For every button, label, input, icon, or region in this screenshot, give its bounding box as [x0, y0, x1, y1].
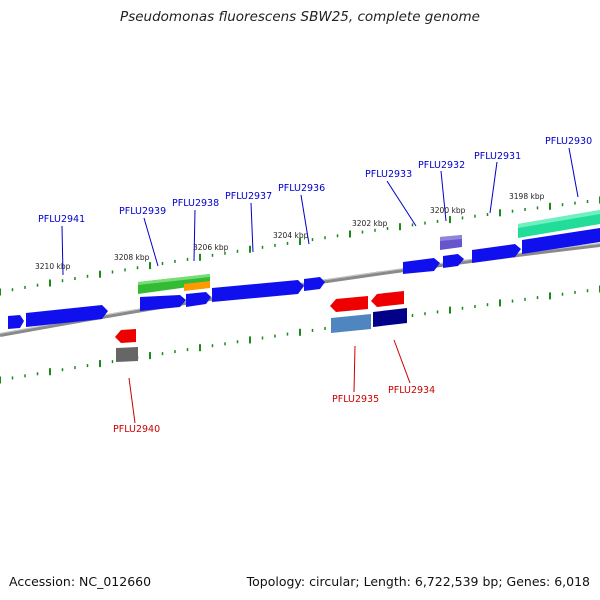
leader-line	[568, 147, 579, 198]
leader-line	[193, 209, 196, 262]
gene-label-pflu2930: PFLU2930	[545, 136, 592, 147]
topology-text: Topology: circular; Length: 6,722,539 bp…	[246, 574, 590, 589]
kbp-label: 3208 kbp	[114, 253, 150, 262]
gene-blue	[140, 295, 186, 311]
kbp-label: 3202 kbp	[352, 219, 388, 228]
leader-lines	[61, 147, 579, 424]
feature-orange	[184, 281, 210, 291]
leader-line	[250, 202, 254, 253]
reverse-genes	[115, 291, 407, 362]
gene-label-pflu2933: PFLU2933	[365, 169, 412, 180]
other-features	[138, 210, 600, 294]
gene-label-pflu2934: PFLU2934	[388, 385, 435, 396]
gene-label-pflu2936: PFLU2936	[278, 183, 325, 194]
gene-blue	[304, 277, 325, 291]
gene-label-pflu2931: PFLU2931	[474, 151, 521, 162]
gene-label-pflu2941: PFLU2941	[38, 214, 85, 225]
feature-purple-shade	[440, 235, 462, 241]
leader-line	[353, 345, 356, 393]
forward-genes	[8, 228, 600, 329]
kbp-labels: 3210 kbp 3208 kbp 3206 kbp 3204 kbp 3202…	[35, 192, 545, 271]
kbp-label: 3204 kbp	[273, 231, 309, 240]
gene-red	[330, 296, 368, 312]
leader-line	[128, 377, 136, 424]
gene-blue	[212, 280, 304, 302]
genome-title: Pseudomonas fluorescens SBW25, complete …	[120, 9, 480, 25]
feature-gray	[116, 347, 138, 362]
feature-steel	[331, 314, 371, 333]
leader-line	[300, 194, 310, 245]
leader-line	[61, 225, 64, 276]
gene-label-pflu2935: PFLU2935	[332, 394, 379, 405]
gene-label-pflu2940: PFLU2940	[113, 424, 160, 435]
gene-blue	[186, 292, 211, 307]
feature-navy	[373, 308, 407, 327]
gene-blue	[443, 254, 464, 268]
leader-line	[386, 180, 417, 227]
kbp-label: 3200 kbp	[430, 206, 466, 215]
gene-label-pflu2938: PFLU2938	[172, 198, 219, 209]
feature-green-shade	[138, 274, 210, 285]
gene-label-pflu2937: PFLU2937	[225, 191, 272, 202]
gene-blue	[472, 244, 521, 263]
gene-red	[371, 291, 404, 307]
gene-blue	[8, 315, 24, 329]
gene-labels: PFLU2941 PFLU2939 PFLU2938 PFLU2937 PFLU…	[38, 136, 592, 435]
gene-blue	[403, 258, 440, 274]
gene-red	[115, 329, 136, 343]
feature-teal-shade	[518, 210, 600, 228]
leader-line	[489, 161, 498, 214]
gene-blue	[522, 228, 600, 254]
leader-line	[143, 217, 159, 267]
kbp-label: 3210 kbp	[35, 262, 71, 271]
gene-label-pflu2932: PFLU2932	[418, 160, 465, 171]
accession-text: Accession: NC_012660	[9, 574, 152, 589]
scale-ticks	[0, 196, 600, 384]
kbp-label: 3198 kbp	[509, 192, 545, 201]
gene-blue	[26, 305, 108, 327]
leader-line	[440, 170, 447, 222]
gene-label-pflu2939: PFLU2939	[119, 206, 166, 217]
leader-line	[393, 339, 411, 384]
kbp-label: 3206 kbp	[193, 243, 229, 252]
